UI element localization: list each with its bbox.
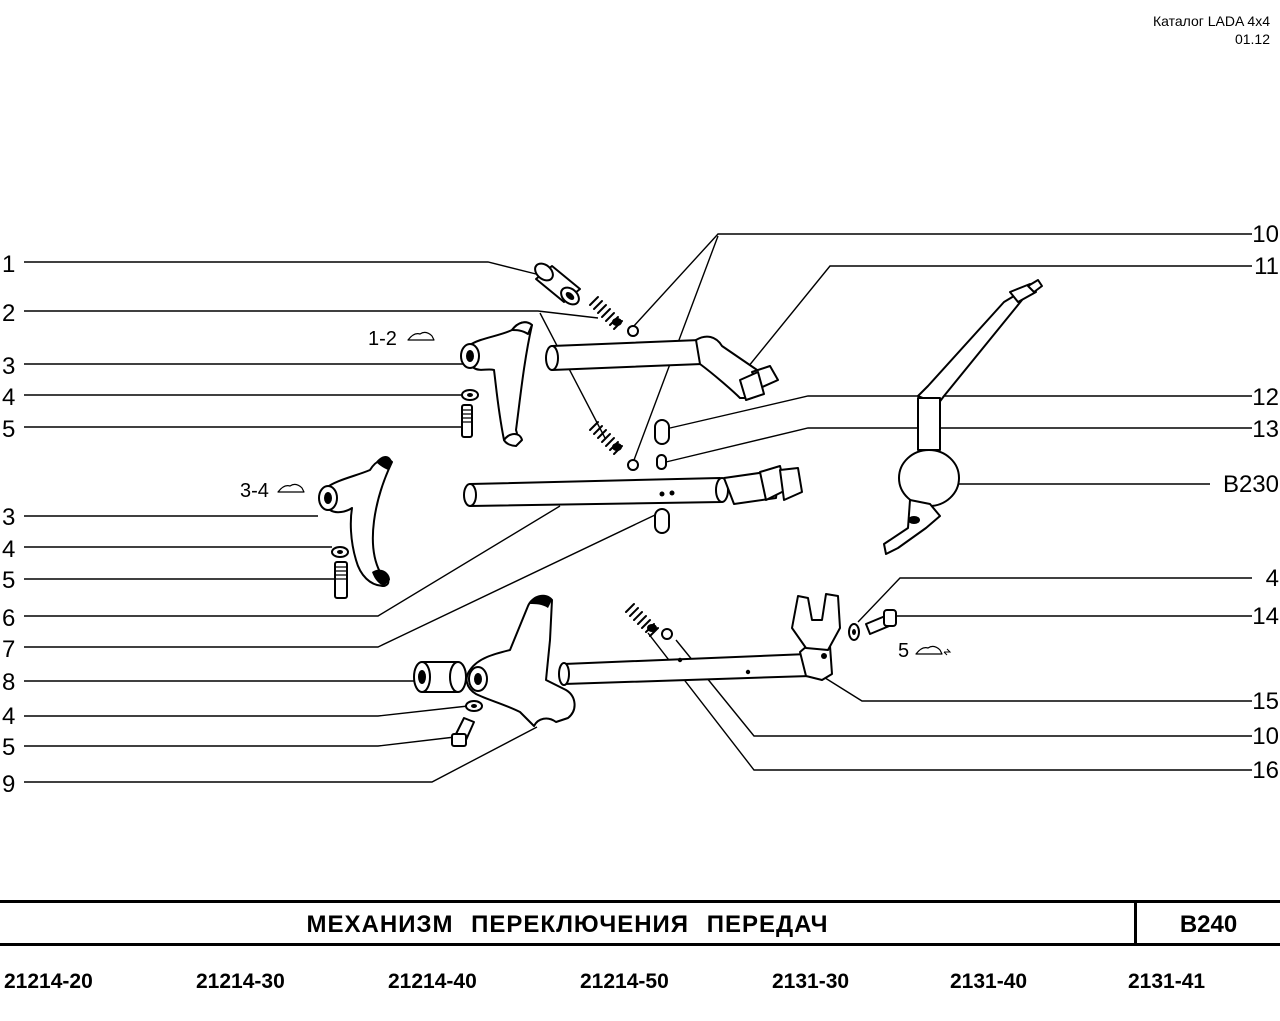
- callout-3b[interactable]: 3: [2, 504, 15, 531]
- catalog-title: Каталог LADA 4x4: [1152, 13, 1270, 29]
- catalog-date: 01.12: [1234, 31, 1270, 47]
- washer-4a: [461, 389, 479, 401]
- callout-9[interactable]: 9: [2, 771, 15, 798]
- callout-10b[interactable]: 10: [1252, 723, 1279, 750]
- washer-4d: [848, 623, 860, 641]
- callout-3a[interactable]: 3: [2, 353, 15, 380]
- car-icon-reverse: [915, 645, 943, 655]
- ball-middle: [627, 459, 639, 471]
- rod-upper: [545, 335, 779, 401]
- bolt-5b: [334, 561, 348, 599]
- fork-1-2: [460, 321, 533, 447]
- bolt-5c: [451, 717, 475, 747]
- rod-middle: [463, 465, 803, 507]
- gear-label-5: 5: [898, 640, 909, 662]
- gear-tag-1-2: 1-2: [368, 328, 435, 350]
- gear-label-3-4: 3-4: [240, 480, 269, 502]
- callout-5b[interactable]: 5: [2, 567, 15, 594]
- model-code: 21214-50: [580, 970, 669, 993]
- bolt-14: [865, 609, 897, 635]
- model-code: 2131-40: [950, 970, 1028, 993]
- callout-2[interactable]: 2: [2, 300, 15, 327]
- washer-4b: [331, 546, 349, 558]
- spring-lower: [589, 421, 623, 455]
- gear-tag-5: 5: [898, 640, 952, 662]
- spring-lower-rod: [625, 603, 659, 637]
- ball-lower: [661, 628, 673, 640]
- car-icon: [407, 331, 435, 341]
- left-callouts: 1 2 3 4 5 3 4 5 6 7 8 4 5 9: [2, 251, 15, 798]
- washer-4c: [465, 700, 483, 712]
- bushing-lower: [413, 661, 467, 693]
- model-code: 2131-30: [772, 970, 850, 993]
- model-code: 21214-40: [388, 970, 477, 993]
- callout-5c[interactable]: 5: [2, 734, 15, 761]
- callout-4a[interactable]: 4: [2, 384, 15, 411]
- bolt-5a: [461, 404, 473, 438]
- callout-15[interactable]: 15: [1252, 688, 1279, 715]
- parts-diagram: 1 2 3 4 5 3 4 5 6 7 8 4 5 9 10 11 12 13 …: [2, 221, 1279, 798]
- callout-5a[interactable]: 5: [2, 416, 15, 443]
- right-callouts: 10 11 12 13 B230 4 14 15 10 16: [1223, 221, 1279, 784]
- catalog-header: Каталог LADA 4x4 01.12: [1153, 12, 1270, 48]
- leader-lines: [24, 233, 1252, 783]
- car-icon-3-4: [277, 483, 305, 493]
- callout-7[interactable]: 7: [2, 636, 15, 663]
- callout-b230[interactable]: B230: [1223, 471, 1279, 498]
- callout-13[interactable]: 13: [1252, 416, 1279, 443]
- callout-1[interactable]: 1: [2, 251, 15, 278]
- callout-10a[interactable]: 10: [1252, 221, 1279, 248]
- callout-4c[interactable]: 4: [2, 703, 15, 730]
- gear-lever: [883, 279, 1043, 555]
- callout-4b[interactable]: 4: [2, 536, 15, 563]
- gear-label-1-2: 1-2: [368, 328, 397, 350]
- spring-upper: [589, 296, 623, 330]
- rod-lower: [558, 593, 841, 686]
- model-code: 21214-20: [4, 970, 93, 993]
- model-code: 2131-41: [1128, 970, 1206, 993]
- ball-upper: [627, 325, 639, 337]
- fork-5: [465, 594, 576, 727]
- callout-11[interactable]: 11: [1254, 253, 1279, 280]
- callout-8[interactable]: 8: [2, 669, 15, 696]
- callout-4d[interactable]: 4: [1266, 565, 1279, 592]
- model-code: 21214-30: [196, 970, 285, 993]
- section-code: B240: [1179, 911, 1238, 938]
- callout-16[interactable]: 16: [1252, 757, 1279, 784]
- callout-14[interactable]: 14: [1252, 603, 1279, 630]
- callout-6[interactable]: 6: [2, 605, 15, 632]
- title-divider: [1134, 903, 1137, 943]
- bushing-top: [534, 262, 581, 306]
- model-list: 21214-20 21214-30 21214-40 21214-50 2131…: [0, 970, 1280, 1000]
- lock-pin: [654, 419, 670, 445]
- gear-tag-3-4: 3-4: [240, 480, 305, 502]
- page-title: МЕХАНИЗМ ПЕРЕКЛЮЧЕНИЯ ПЕРЕДАЧ: [306, 911, 829, 938]
- title-bar: МЕХАНИЗМ ПЕРЕКЛЮЧЕНИЯ ПЕРЕДАЧ B240: [0, 900, 1280, 946]
- fork-3-4: [318, 456, 393, 587]
- lock-pin-lower: [654, 508, 670, 534]
- small-lock-pin: [656, 454, 667, 470]
- callout-12[interactable]: 12: [1252, 384, 1279, 411]
